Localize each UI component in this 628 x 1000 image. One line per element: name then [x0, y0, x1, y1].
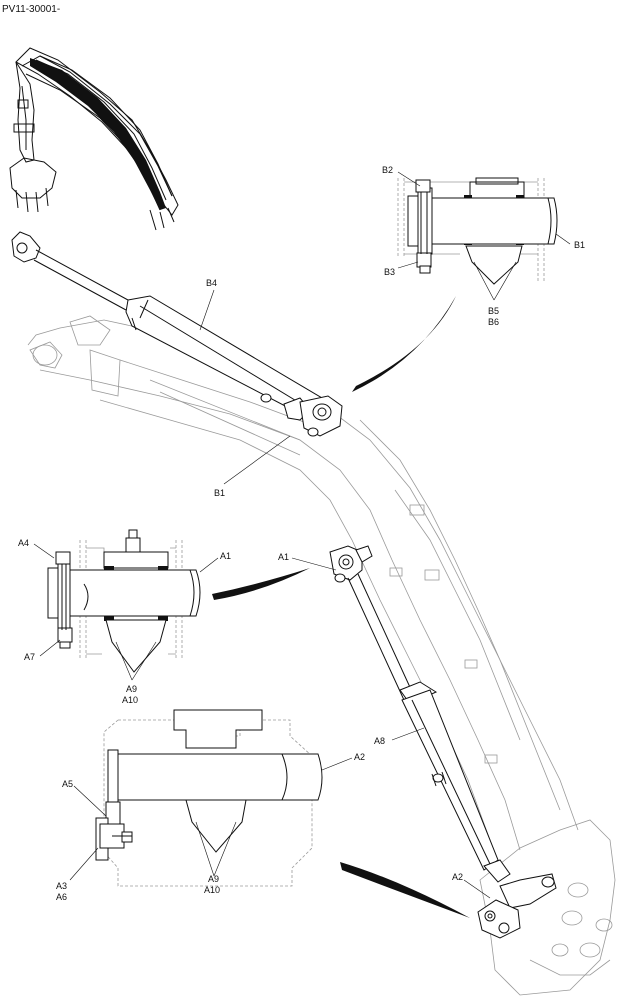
label-a4: A4 [18, 538, 29, 548]
label-b5: B5 [488, 306, 499, 316]
label-b1-main: B1 [214, 488, 225, 498]
label-b2: B2 [382, 165, 393, 175]
label-a9-bottom: A9 [208, 874, 219, 884]
label-a10-bottom: A10 [204, 885, 220, 895]
label-a3: A3 [56, 881, 67, 891]
label-a9-top: A9 [126, 684, 137, 694]
label-a2-main: A2 [452, 872, 463, 882]
diagram-code: PV11-30001- [2, 4, 60, 15]
label-a1-detail: A1 [220, 551, 231, 561]
label-b1-detail: B1 [574, 240, 585, 250]
label-b4: B4 [206, 278, 217, 288]
label-a8: A8 [374, 736, 385, 746]
boom-assembly [11, 231, 616, 996]
label-b6: B6 [488, 317, 499, 327]
callout-labels: B2 B3 B1 B5 B6 B4 B1 A4 A1 A7 A9 A10 A1 … [18, 165, 585, 902]
label-a1-main: A1 [278, 552, 289, 562]
label-a2-detail: A2 [354, 752, 365, 762]
detail-b [397, 177, 558, 285]
leader-lines [33, 171, 571, 899]
label-a10-top: A10 [122, 695, 138, 705]
label-a5: A5 [62, 779, 73, 789]
pointer-arc-a2 [340, 862, 470, 918]
label-b3: B3 [384, 267, 395, 277]
excavator-thumbnail [9, 47, 179, 231]
detail-a1 [47, 529, 201, 673]
label-a6: A6 [56, 892, 67, 902]
label-a7: A7 [24, 652, 35, 662]
pointer-arc-b [352, 296, 456, 392]
pointer-arc-a1 [212, 568, 310, 600]
detail-a2 [95, 709, 323, 887]
